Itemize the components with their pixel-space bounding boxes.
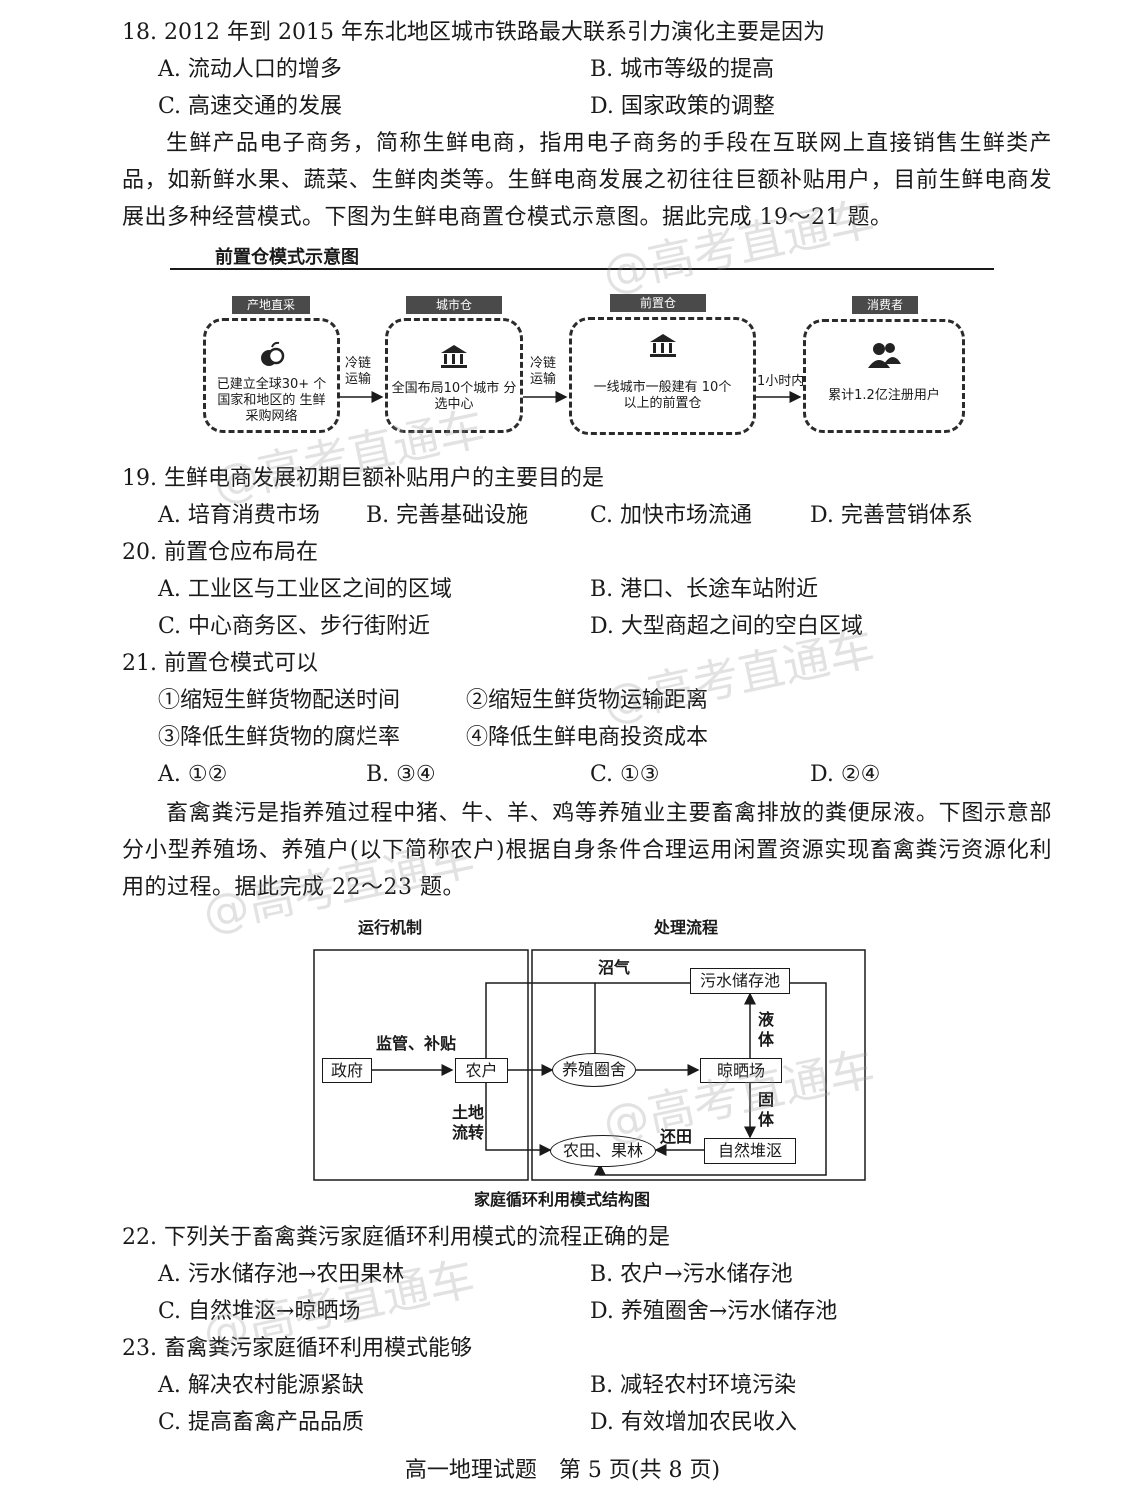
node-field-orchard: 农田、果林 <box>550 1135 656 1167</box>
apple-icon <box>206 341 337 374</box>
q20-option-d: D. 大型商超之间的空白区域 <box>590 614 863 639</box>
q19-stem: 19. 生鲜电商发展初期巨额补贴用户的主要目的是 <box>122 466 604 491</box>
node-city-warehouse: 全国布局10个城市 分选中心 <box>385 318 523 433</box>
q18-option-a: A. 流动人口的增多 <box>158 57 342 82</box>
node-consumer-text: 累计1.2亿注册用户 <box>828 388 940 403</box>
q20-option-c: C. 中心商务区、步行街附近 <box>158 614 431 639</box>
page-footer: 高一地理试题 第 5 页(共 8 页) <box>404 1458 721 1483</box>
q21-option-b: B. ③④ <box>366 762 436 787</box>
label-supervise: 监管、补贴 <box>376 1034 457 1053</box>
node-front-warehouse: 一线城市一般建有 10个以上的前置仓 <box>569 317 756 435</box>
q21-option-d: D. ②④ <box>810 762 881 787</box>
q23-stem: 23. 畜禽粪污家庭循环利用模式能够 <box>122 1336 472 1361</box>
q21-stem: 21. 前置仓模式可以 <box>122 651 318 676</box>
node-city-warehouse-text: 全国布局10个城市 分选中心 <box>391 381 517 412</box>
q22-option-c: C. 自然堆沤→晾晒场 <box>158 1299 361 1324</box>
label-biogas: 沼气 <box>598 958 631 977</box>
q23-option-b: B. 减轻农村环境污染 <box>590 1373 797 1398</box>
node-livestock-pen: 养殖圈舍 <box>552 1053 636 1087</box>
q22-option-d: D. 养殖圈舍→污水储存池 <box>590 1299 838 1324</box>
node-consumer: 累计1.2亿注册用户 <box>803 319 965 433</box>
arrow2-label: 冷链 运输 <box>530 356 557 387</box>
q21-option-a: A. ①② <box>158 762 228 787</box>
q22-option-a: A. 污水储存池→农田果林 <box>158 1262 405 1287</box>
q21-item-3: ③降低生鲜货物的腐烂率 <box>158 725 401 750</box>
q22-stem: 22. 下列关于畜禽粪污家庭循环利用模式的流程正确的是 <box>122 1225 670 1250</box>
node-government: 政府 <box>322 1058 372 1083</box>
q19-option-c: C. 加快市场流通 <box>590 503 753 528</box>
q19-option-a: A. 培育消费市场 <box>158 503 320 528</box>
tag-origin: 产地直采 <box>232 296 310 314</box>
q21-item-4: ④降低生鲜电商投资成本 <box>466 725 709 750</box>
warehouse-icon <box>572 332 753 363</box>
diagram2-left-title: 运行机制 <box>358 918 423 937</box>
arrow1-label: 冷链 运输 <box>345 356 372 387</box>
q21-item-1: ①缩短生鲜货物配送时间 <box>158 688 401 713</box>
node-front-warehouse-text: 一线城市一般建有 10个以上的前置仓 <box>593 380 732 411</box>
node-farmer: 农户 <box>455 1058 508 1083</box>
tag-city-warehouse: 城市仓 <box>406 296 502 314</box>
q23-option-c: C. 提高畜禽产品品质 <box>158 1410 365 1435</box>
diagram2-right-title: 处理流程 <box>654 918 719 937</box>
q20-option-b: B. 港口、长途车站附近 <box>590 577 819 602</box>
label-solid: 固 体 <box>758 1090 775 1129</box>
diagram1-arrows <box>340 391 802 403</box>
node-drying-yard: 晾晒场 <box>700 1058 782 1083</box>
diagram1-rule <box>170 268 994 270</box>
diagram1-title: 前置仓模式示意图 <box>215 247 359 268</box>
passage-livestock: 畜禽粪污是指养殖过程中猪、牛、羊、鸡等养殖业主要畜禽排放的粪便尿液。下图示意部分… <box>122 801 1052 900</box>
q23-option-a: A. 解决农村能源紧缺 <box>158 1373 364 1398</box>
q18-option-b: B. 城市等级的提高 <box>590 57 775 82</box>
q19-option-d: D. 完善营销体系 <box>810 503 973 528</box>
label-liquid: 液 体 <box>758 1010 775 1049</box>
diagram2-lines <box>313 949 866 1181</box>
q20-stem: 20. 前置仓应布局在 <box>122 540 318 565</box>
q20-option-a: A. 工业区与工业区之间的区域 <box>158 577 452 602</box>
node-origin-text: 已建立全球30+ 个国家和地区的 生鲜采购网络 <box>216 377 327 424</box>
q23-option-d: D. 有效增加农民收入 <box>590 1410 797 1435</box>
q21-option-c: C. ①③ <box>590 762 660 787</box>
tag-consumer: 消费者 <box>852 296 918 314</box>
tag-front-warehouse: 前置仓 <box>610 294 706 312</box>
warehouse-icon <box>388 343 520 374</box>
q18-stem: 18. 2012 年到 2015 年东北地区城市铁路最大联系引力演化主要是因为 <box>122 20 825 45</box>
diagram2-caption: 家庭循环利用模式结构图 <box>474 1190 651 1209</box>
q19-option-b: B. 完善基础设施 <box>366 503 529 528</box>
label-return-field: 还田 <box>660 1127 693 1146</box>
node-compost: 自然堆沤 <box>704 1138 796 1164</box>
node-sewage-tank: 污水储存池 <box>690 968 790 994</box>
q18-option-d: D. 国家政策的调整 <box>590 94 775 119</box>
node-origin: 已建立全球30+ 个国家和地区的 生鲜采购网络 <box>203 318 340 433</box>
q18-option-c: C. 高速交通的发展 <box>158 94 343 119</box>
users-icon <box>806 340 962 375</box>
q21-item-2: ②缩短生鲜货物运输距离 <box>466 688 709 713</box>
q22-option-b: B. 农户→污水储存池 <box>590 1262 793 1287</box>
label-land-transfer: 土地 流转 <box>452 1103 485 1142</box>
passage-ecommerce: 生鲜产品电子商务，简称生鲜电商，指用电子商务的手段在互联网上直接销售生鲜类产品，… <box>122 131 1052 230</box>
arrow3-label: 1小时内 <box>757 374 805 389</box>
